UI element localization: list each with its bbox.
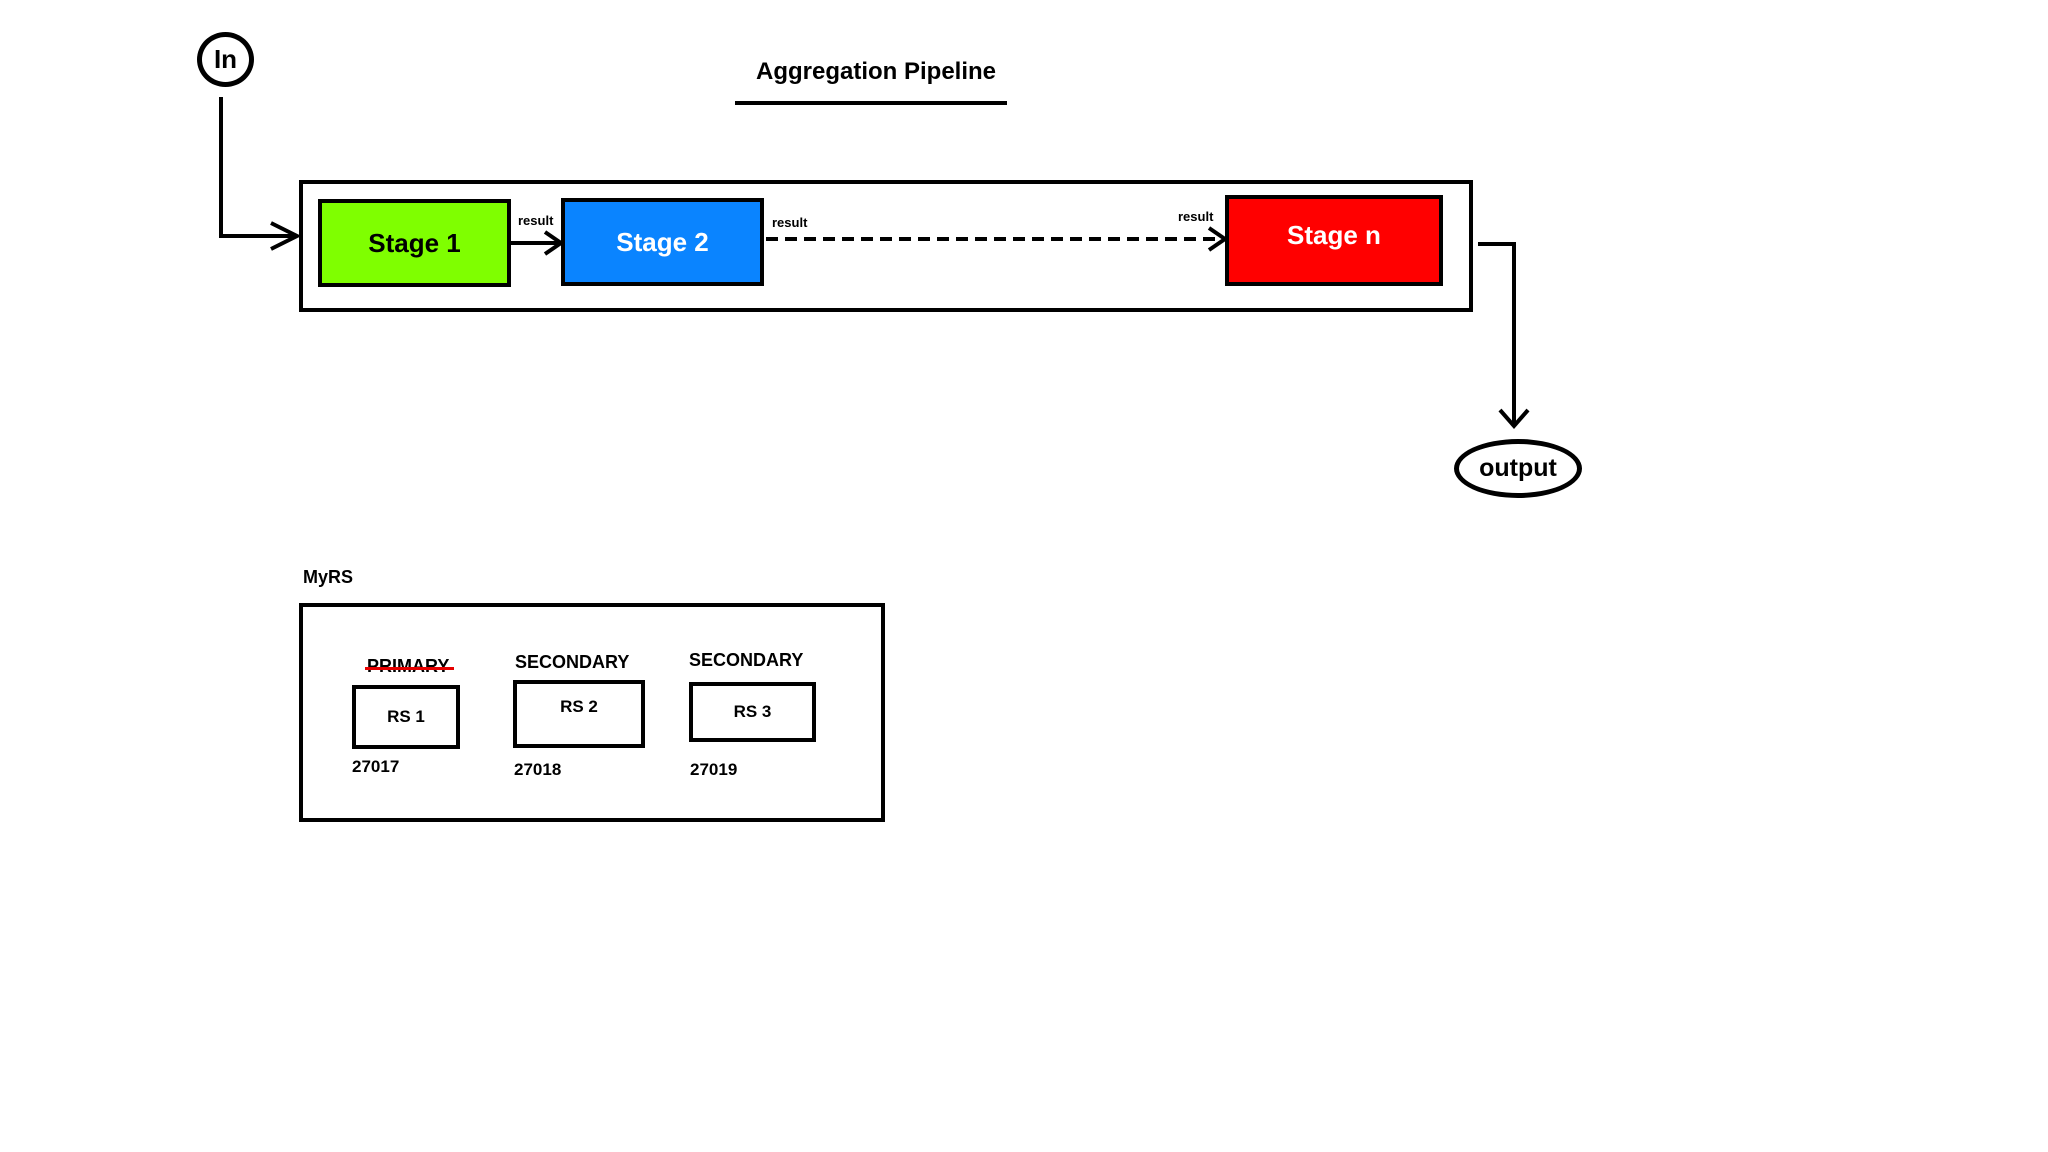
input-node: In: [197, 32, 254, 87]
stage-1-box: Stage 1: [318, 199, 511, 287]
output-node: output: [1454, 439, 1582, 498]
input-arrowhead: [270, 221, 302, 251]
stage-n-label: Stage n: [1287, 220, 1381, 250]
pipeline-container: [299, 180, 1473, 312]
stage-2-label: Stage 2: [616, 226, 709, 257]
member-3-role: SECONDARY: [689, 650, 804, 670]
struck-role: PRIMARY: [365, 656, 455, 677]
member-1-box: RS 1: [352, 685, 460, 749]
stage-2-box: Stage 2: [561, 198, 764, 286]
edge-label-result: result: [518, 213, 554, 228]
diagram-title: Aggregation Pipeline: [755, 58, 997, 85]
member-1-role: PRIMARY: [365, 656, 455, 677]
member-3-port: 27019: [690, 760, 738, 779]
member-1-label: RS 1: [387, 707, 425, 726]
member-2-port: 27018: [514, 760, 562, 779]
replica-set-name: MyRS: [303, 567, 354, 587]
stage-1-label: Stage 1: [368, 227, 461, 258]
replica-set-container: [299, 603, 885, 822]
member-2-label: RS 2: [560, 697, 598, 716]
member-2-role: SECONDARY: [515, 652, 630, 672]
member-3-box: RS 3: [689, 682, 816, 742]
strikethrough-line: [365, 666, 455, 670]
edge-label-result: result: [772, 215, 808, 230]
stage-n-box: Stage n: [1225, 195, 1443, 286]
input-connector: [219, 97, 296, 238]
output-connector: [1478, 242, 1516, 424]
output-label: output: [1479, 454, 1557, 482]
member-3-label: RS 3: [733, 702, 772, 721]
member-1-port: 27017: [352, 757, 400, 776]
member-2-box: RS 2: [513, 680, 645, 748]
title-underline: [735, 101, 1007, 105]
output-arrowhead: [1498, 408, 1530, 430]
member-1-role-text: PRIMARY: [367, 656, 450, 676]
edge-label-result: result: [1178, 209, 1214, 224]
input-label: In: [213, 44, 238, 74]
